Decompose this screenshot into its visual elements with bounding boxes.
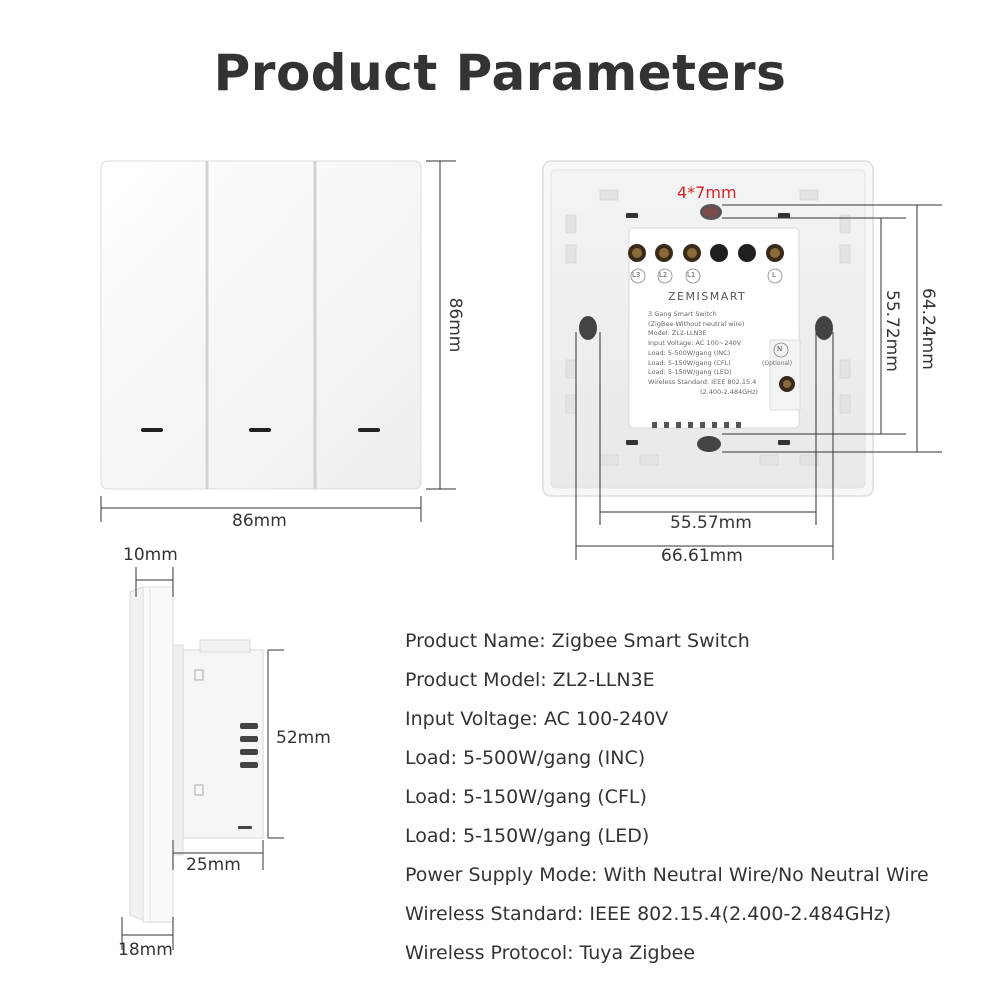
led-indicator-2	[249, 428, 271, 432]
spec-load-led: Load: 5-150W/gang (LED)	[405, 825, 650, 847]
terminal-screws	[628, 244, 795, 392]
spec-wireless-standard: Wireless Standard: IEEE 802.15.4(2.400-2…	[405, 903, 892, 925]
side-bottom-label: 18mm	[118, 940, 173, 960]
back-outer-width-label: 66.61mm	[661, 546, 743, 566]
mounting-holes	[579, 204, 833, 452]
front-panel	[100, 160, 422, 490]
back-outer-height-label: 64.24mm	[918, 288, 938, 370]
led-indicator-1	[141, 428, 163, 432]
spec-load-inc: Load: 5-500W/gang (INC)	[405, 747, 646, 769]
back-dimension-lines	[575, 204, 942, 560]
front-width-label: 86mm	[232, 511, 287, 531]
back-view	[542, 160, 874, 497]
terminal-label-l2: L2	[659, 271, 668, 279]
back-inner-height-label: 55.72mm	[882, 290, 902, 372]
spec-product-name: Product Name: Zigbee Smart Switch	[405, 630, 750, 652]
spec-load-cfl: Load: 5-150W/gang (CFL)	[405, 786, 647, 808]
terminal-label-l: L	[772, 271, 776, 279]
spec-input-voltage: Input Voltage: AC 100-240V	[405, 708, 669, 730]
page-title: Product Parameters	[213, 44, 787, 102]
spec-list: Product Name: Zigbee Smart Switch Produc…	[405, 622, 985, 973]
spec-product-model: Product Model: ZL2-LLN3E	[405, 669, 655, 691]
hole-size-label: 4*7mm	[677, 183, 737, 202]
side-depth-label: 25mm	[186, 855, 241, 875]
spec-wireless-protocol: Wireless Protocol: Tuya Zigbee	[405, 942, 696, 964]
neutral-label: N	[777, 345, 783, 353]
terminal-label-l1: L1	[687, 271, 696, 279]
side-dimension-lines	[121, 567, 284, 950]
side-top-label: 10mm	[123, 545, 178, 565]
optional-label: (Optional)	[762, 360, 793, 367]
device-label-text: 3 Gang Smart Switch (ZigBee-Without neut…	[648, 310, 758, 396]
side-height-label: 52mm	[276, 728, 331, 748]
spec-power-supply-mode: Power Supply Mode: With Neutral Wire/No …	[405, 864, 929, 886]
front-dimension-lines	[100, 160, 456, 522]
front-height-label: 86mm	[445, 297, 465, 353]
side-view	[129, 586, 264, 923]
terminal-label-l3: L3	[632, 271, 641, 279]
brand-logo-text: ZEMISMART	[668, 290, 747, 303]
led-indicator-3	[358, 428, 380, 432]
back-inner-width-label: 55.57mm	[670, 513, 752, 533]
